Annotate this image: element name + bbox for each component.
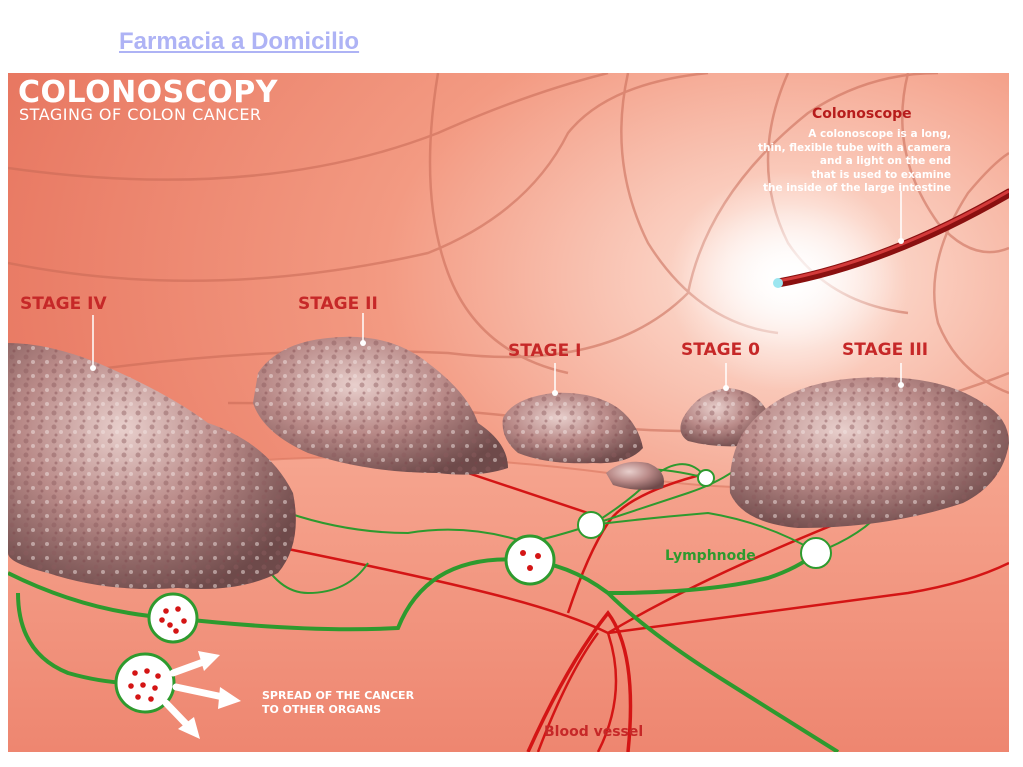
- label-stage-ii: STAGE II: [298, 294, 378, 314]
- stage-pointers: [92, 313, 902, 393]
- colonoscope-title: Colonoscope: [812, 106, 912, 122]
- tumor-stage-i: [502, 392, 664, 490]
- diagram-subtitle: STAGING OF COLON CANCER: [19, 105, 262, 124]
- label-stage-iii: STAGE III: [842, 340, 929, 360]
- tumor-stage-iv: [8, 343, 296, 589]
- colonoscope-tube: [773, 188, 1009, 288]
- colonoscopy-illustration: COLONOSCOPY STAGING OF COLON CANCER STAG…: [8, 73, 1009, 752]
- label-stage-iv: STAGE IV: [20, 294, 107, 314]
- farmacia-link[interactable]: Farmacia a Domicilio: [119, 28, 360, 55]
- colonoscope-camera: [773, 278, 783, 288]
- colon-scene: [8, 73, 1009, 752]
- spread-label: SPREAD OF THE CANCER TO OTHER ORGANS: [262, 689, 415, 716]
- tumor-stage-iii: [729, 377, 1009, 528]
- tumor-stage-ii: [253, 336, 508, 475]
- colonoscope-description: A colonoscope is a long, thin, flexible …: [758, 128, 951, 194]
- lymph-nodes: [114, 469, 832, 714]
- label-stage-0: STAGE 0: [681, 340, 760, 360]
- main-lymph-vessel: [8, 551, 840, 752]
- lymphnode-label: Lymphnode: [665, 548, 756, 564]
- diagram-title: COLONOSCOPY: [18, 75, 279, 110]
- label-stage-i: STAGE I: [508, 341, 582, 361]
- blood-vessel-label: Blood vessel: [544, 724, 644, 740]
